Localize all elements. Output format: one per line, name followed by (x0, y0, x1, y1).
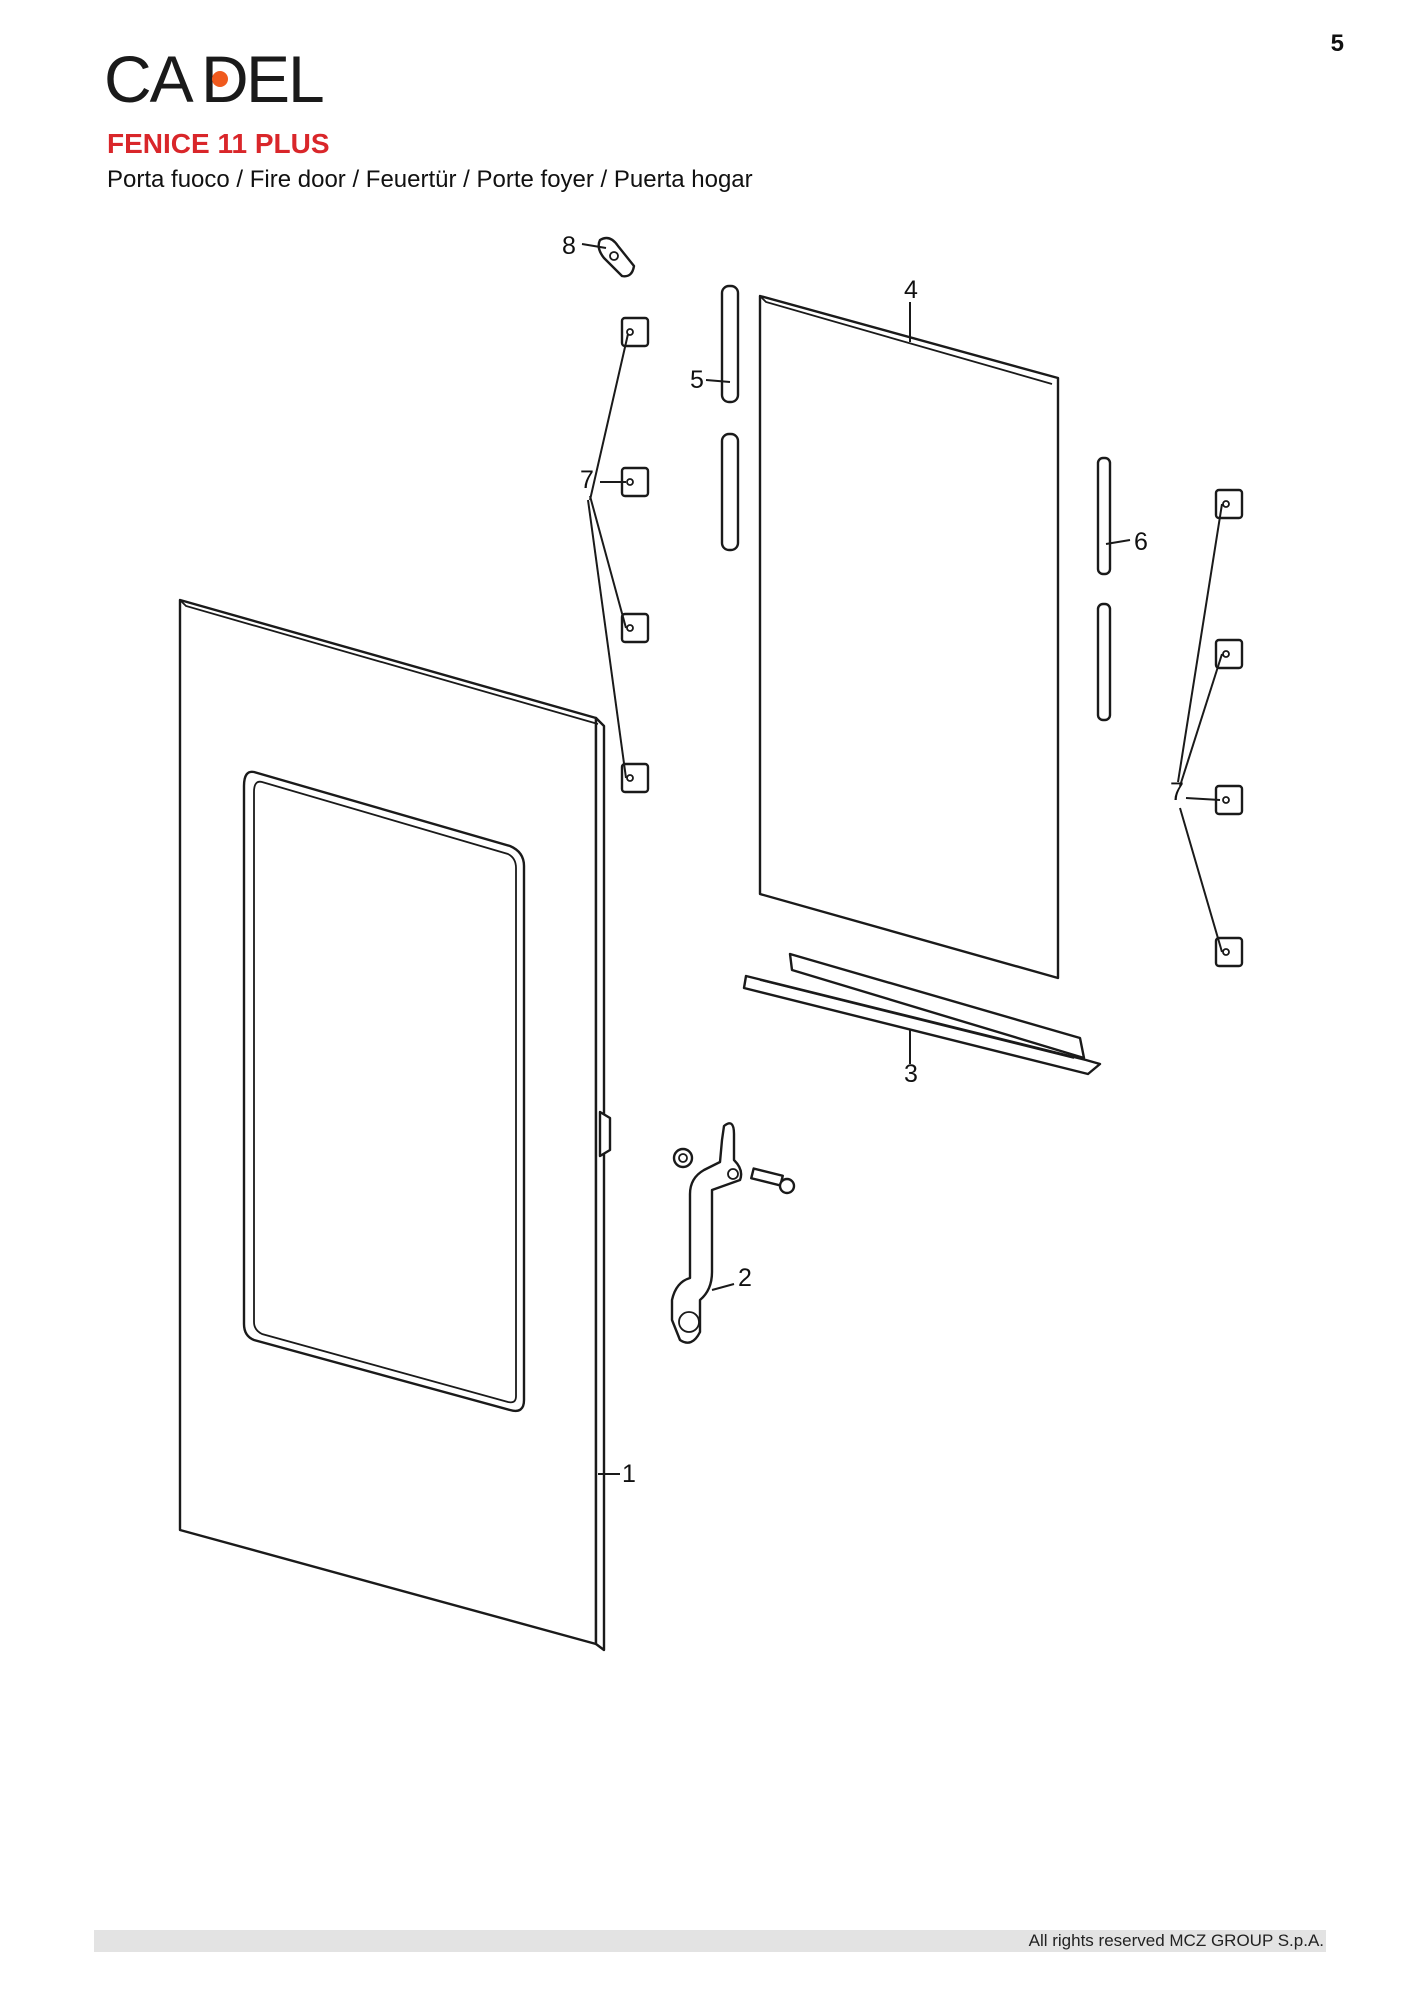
model-title: FENICE 11 PLUS (107, 128, 330, 159)
part-6-gasket (1096, 456, 1112, 722)
part-8-bracket (597, 236, 636, 278)
footer-copyright: All rights reserved MCZ GROUP S.p.A. (1028, 1931, 1324, 1950)
callout-8: 8 (562, 232, 576, 260)
part-1-door-frame (178, 598, 612, 1652)
leader-lines (581, 243, 1223, 1475)
callout-5: 5 (690, 366, 704, 394)
part-5-gasket (720, 284, 740, 552)
footer-bar (94, 1930, 1326, 1952)
part-7-glass-clips-right (1214, 488, 1244, 968)
callout-3: 3 (904, 1060, 918, 1088)
part-7-glass-clips-left (620, 316, 650, 794)
cadel-logo: CA D EL (104, 42, 325, 116)
callout-labels: 1 2 3 4 5 6 7 7 8 (562, 232, 1184, 1488)
callout-2: 2 (738, 1264, 752, 1292)
callout-7-right: 7 (1170, 778, 1184, 806)
callout-7-left: 7 (580, 466, 594, 494)
svg-text:EL: EL (246, 44, 323, 110)
callout-6: 6 (1134, 528, 1148, 556)
part-4-glass-panel (758, 294, 1060, 980)
page-number: 5 (1330, 30, 1344, 57)
svg-text:CA: CA (104, 44, 194, 110)
page-subtitle: Porta fuoco / Fire door / Feuertür / Por… (107, 166, 753, 193)
callout-1: 1 (622, 1460, 636, 1488)
part-2-hinge-bracket (670, 1122, 796, 1344)
callout-4: 4 (904, 276, 918, 304)
part-3-glass-rail (742, 952, 1102, 1076)
